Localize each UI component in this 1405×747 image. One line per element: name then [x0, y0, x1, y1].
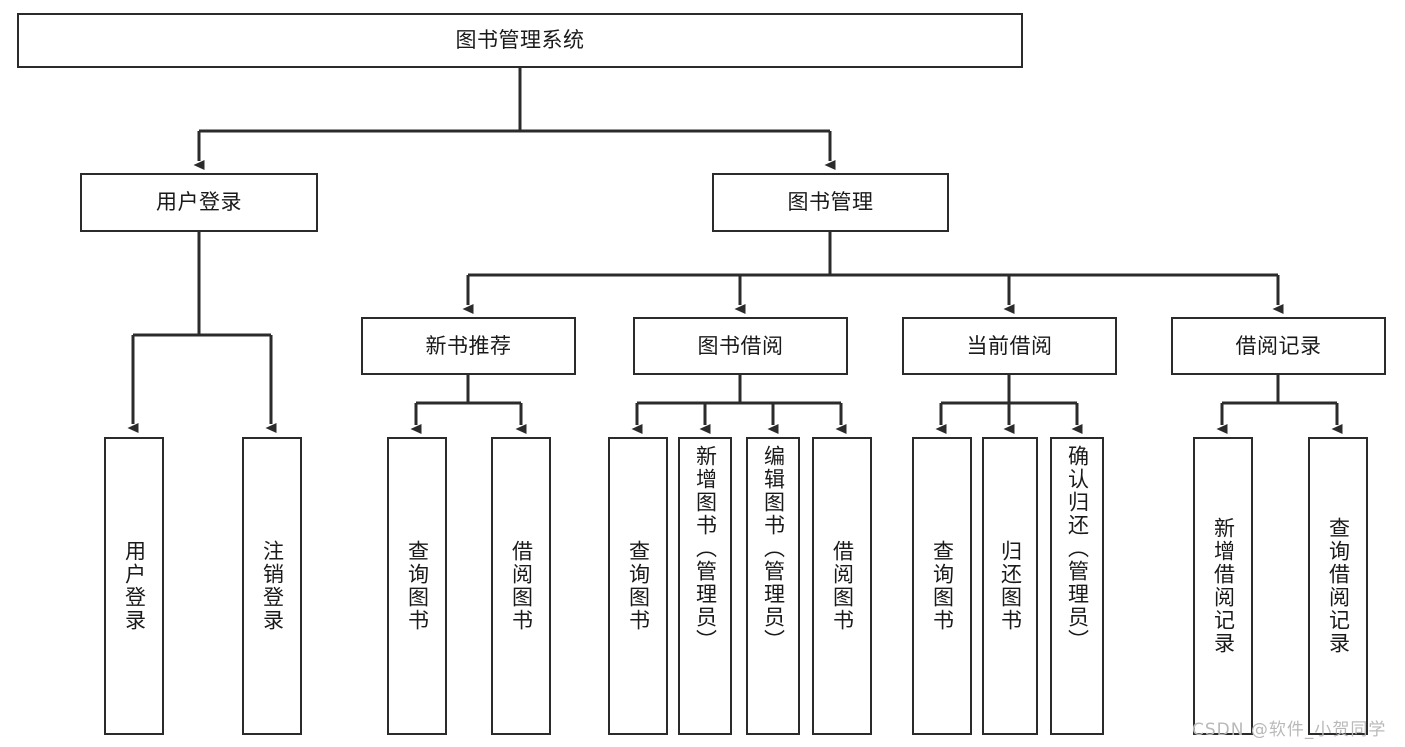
node-label: 新书推荐: [425, 333, 512, 358]
node-borrow-record[interactable]: 借阅记录: [1171, 317, 1386, 375]
node-label: 查询借阅记录: [1326, 517, 1351, 655]
node-label: 用户登录: [122, 540, 147, 632]
node-label: 新增借阅记录: [1211, 517, 1236, 655]
node-user-login[interactable]: 用户登录: [80, 173, 318, 232]
leaf-new-book-query-book[interactable]: 查询图书: [387, 437, 447, 735]
leaf-new-book-borrow-book[interactable]: 借阅图书: [491, 437, 551, 735]
node-label: 借阅图书: [830, 540, 855, 632]
leaf-book-borrow-query-book[interactable]: 查询图书: [608, 437, 668, 735]
leaf-current-borrow-query-book[interactable]: 查询图书: [912, 437, 972, 735]
leaf-borrow-record-query-record[interactable]: 查询借阅记录: [1308, 437, 1368, 735]
node-label: 图书管理: [787, 190, 874, 215]
node-label: 归还图书: [998, 540, 1023, 632]
node-label: 借阅记录: [1235, 333, 1322, 358]
node-book-borrow[interactable]: 图书借阅: [633, 317, 848, 375]
node-label: 查询图书: [405, 540, 430, 632]
node-label: 查询图书: [626, 540, 651, 632]
leaf-user-login-logout[interactable]: 注销登录: [242, 437, 302, 735]
node-label: 借阅图书: [509, 540, 534, 632]
node-label: 图书借阅: [697, 333, 784, 358]
node-label: 查询图书: [930, 540, 955, 632]
leaf-borrow-record-add-record[interactable]: 新增借阅记录: [1193, 437, 1253, 735]
leaf-book-borrow-edit-book-admin[interactable]: 编辑图书（管理员）: [746, 437, 800, 735]
node-label: 注销登录: [260, 540, 285, 632]
node-current-borrow[interactable]: 当前借阅: [902, 317, 1117, 375]
node-new-book-recommend[interactable]: 新书推荐: [361, 317, 576, 375]
node-label: 当前借阅: [966, 333, 1053, 358]
leaf-book-borrow-add-book-admin[interactable]: 新增图书（管理员）: [678, 437, 732, 735]
node-label: 图书管理系统: [455, 28, 585, 53]
watermark-text: CSDN @软件_小贺同学: [1192, 720, 1387, 740]
node-label: 新增图书（管理员）: [693, 445, 718, 652]
node-label: 编辑图书（管理员）: [761, 445, 786, 652]
node-label: 用户登录: [156, 190, 242, 215]
node-book-management[interactable]: 图书管理: [712, 173, 949, 232]
node-label: 确认归还（管理员）: [1065, 445, 1090, 652]
leaf-user-login-login[interactable]: 用户登录: [104, 437, 164, 735]
leaf-current-borrow-return-book[interactable]: 归还图书: [982, 437, 1038, 735]
node-root-book-management-system[interactable]: 图书管理系统: [17, 13, 1023, 68]
leaf-current-borrow-confirm-return-admin[interactable]: 确认归还（管理员）: [1050, 437, 1104, 735]
leaf-book-borrow-borrow-book[interactable]: 借阅图书: [812, 437, 872, 735]
